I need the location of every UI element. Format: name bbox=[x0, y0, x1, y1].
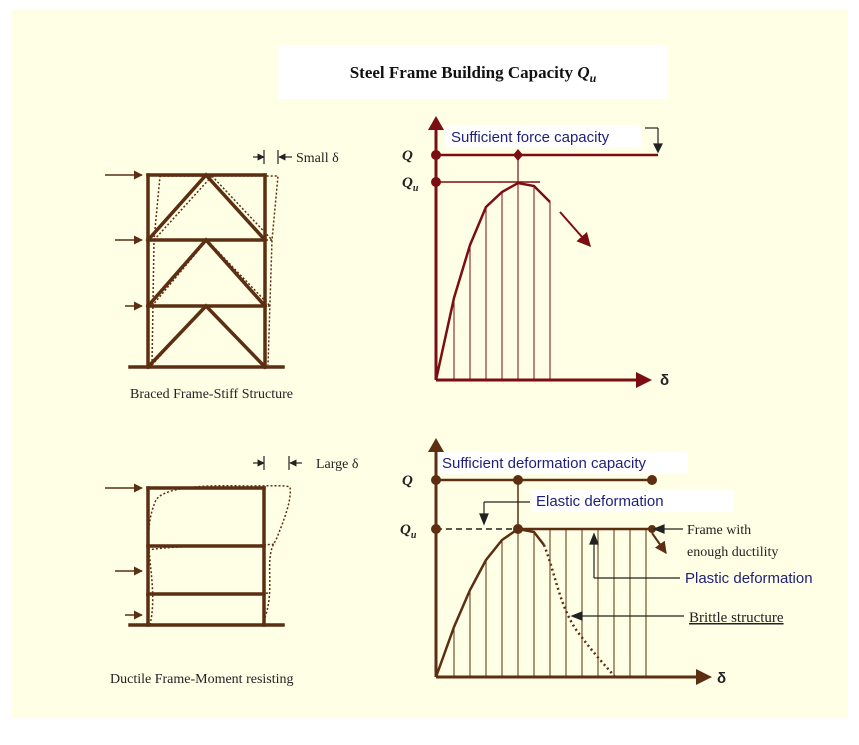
ductile-frame-structure bbox=[128, 486, 285, 627]
deformation-capacity-point bbox=[431, 524, 441, 534]
ductile-frame-caption: Ductile Frame-Moment resisting bbox=[110, 672, 294, 687]
page-title: Steel Frame Building Capacity Qu bbox=[350, 63, 597, 85]
deformation-demand-point-end bbox=[647, 475, 657, 485]
force-capacity-chart: Sufficient force capacity Q Qu δ bbox=[402, 116, 669, 389]
deformation-demand-label-box bbox=[438, 452, 688, 474]
ductile-descent-arrow bbox=[651, 532, 667, 554]
force-capacity-curve bbox=[434, 181, 551, 381]
force-chart-axes bbox=[428, 116, 652, 388]
braced-drift-indicator bbox=[253, 150, 292, 164]
plastic-label: Plastic deformation bbox=[685, 570, 813, 587]
brittle-curve-dotted bbox=[542, 544, 616, 678]
elastic-label: Elastic deformation bbox=[536, 493, 664, 510]
elastic-label-box bbox=[531, 490, 734, 512]
ductile-label-line1: Frame with bbox=[687, 523, 751, 538]
brittle-curve-solid bbox=[517, 527, 545, 546]
ductile-drift-label: Large δ bbox=[316, 457, 359, 472]
ductile-label-line2: enough ductility bbox=[687, 545, 778, 560]
deformation-chart-hatch bbox=[453, 529, 647, 677]
deformation-demand-label: Sufficient deformation capacity bbox=[442, 455, 647, 472]
brittle-label: Brittle structure bbox=[689, 610, 784, 626]
ductile-frame: Large δ Ductile Frame-Moment resisting bbox=[105, 456, 359, 687]
deformation-y-label-qu: Qu bbox=[400, 522, 417, 541]
force-y-label-q: Q bbox=[402, 148, 413, 164]
plastic-callout bbox=[589, 532, 680, 579]
braced-frame: Small δ Braced Frame-Stiff Structure bbox=[105, 150, 339, 402]
ductile-end-point bbox=[648, 525, 656, 533]
force-x-label: δ bbox=[660, 372, 669, 389]
deformation-capacity-chart: Sufficient deformation capacity Elastic … bbox=[400, 438, 813, 687]
force-demand-label-box bbox=[446, 125, 642, 147]
brittle-label-arrow bbox=[570, 611, 684, 621]
deformation-demand-point-start bbox=[431, 475, 441, 485]
force-demand-down-arrow bbox=[645, 127, 663, 154]
deformation-y-label-q: Q bbox=[402, 473, 413, 489]
braced-frame-load-arrows bbox=[105, 170, 143, 311]
force-y-label-qu: Qu bbox=[402, 175, 419, 194]
force-capacity-point bbox=[431, 177, 441, 187]
title-box: Steel Frame Building Capacity Qu bbox=[278, 45, 668, 99]
braced-frame-structure bbox=[128, 172, 285, 370]
force-demand-point bbox=[431, 150, 441, 160]
force-chart-hatch bbox=[453, 183, 551, 380]
ductile-label-arrow bbox=[652, 524, 683, 534]
ductile-drift-indicator bbox=[253, 456, 302, 470]
ductile-frame-load-arrows bbox=[105, 483, 143, 620]
force-demand-label: Sufficient force capacity bbox=[451, 129, 610, 146]
braced-frame-caption: Braced Frame-Stiff Structure bbox=[130, 387, 293, 402]
braced-drift-label: Small δ bbox=[296, 151, 339, 166]
deformation-x-label: δ bbox=[717, 670, 726, 687]
force-descent-arrow bbox=[559, 211, 591, 248]
elastic-callout bbox=[479, 501, 530, 526]
